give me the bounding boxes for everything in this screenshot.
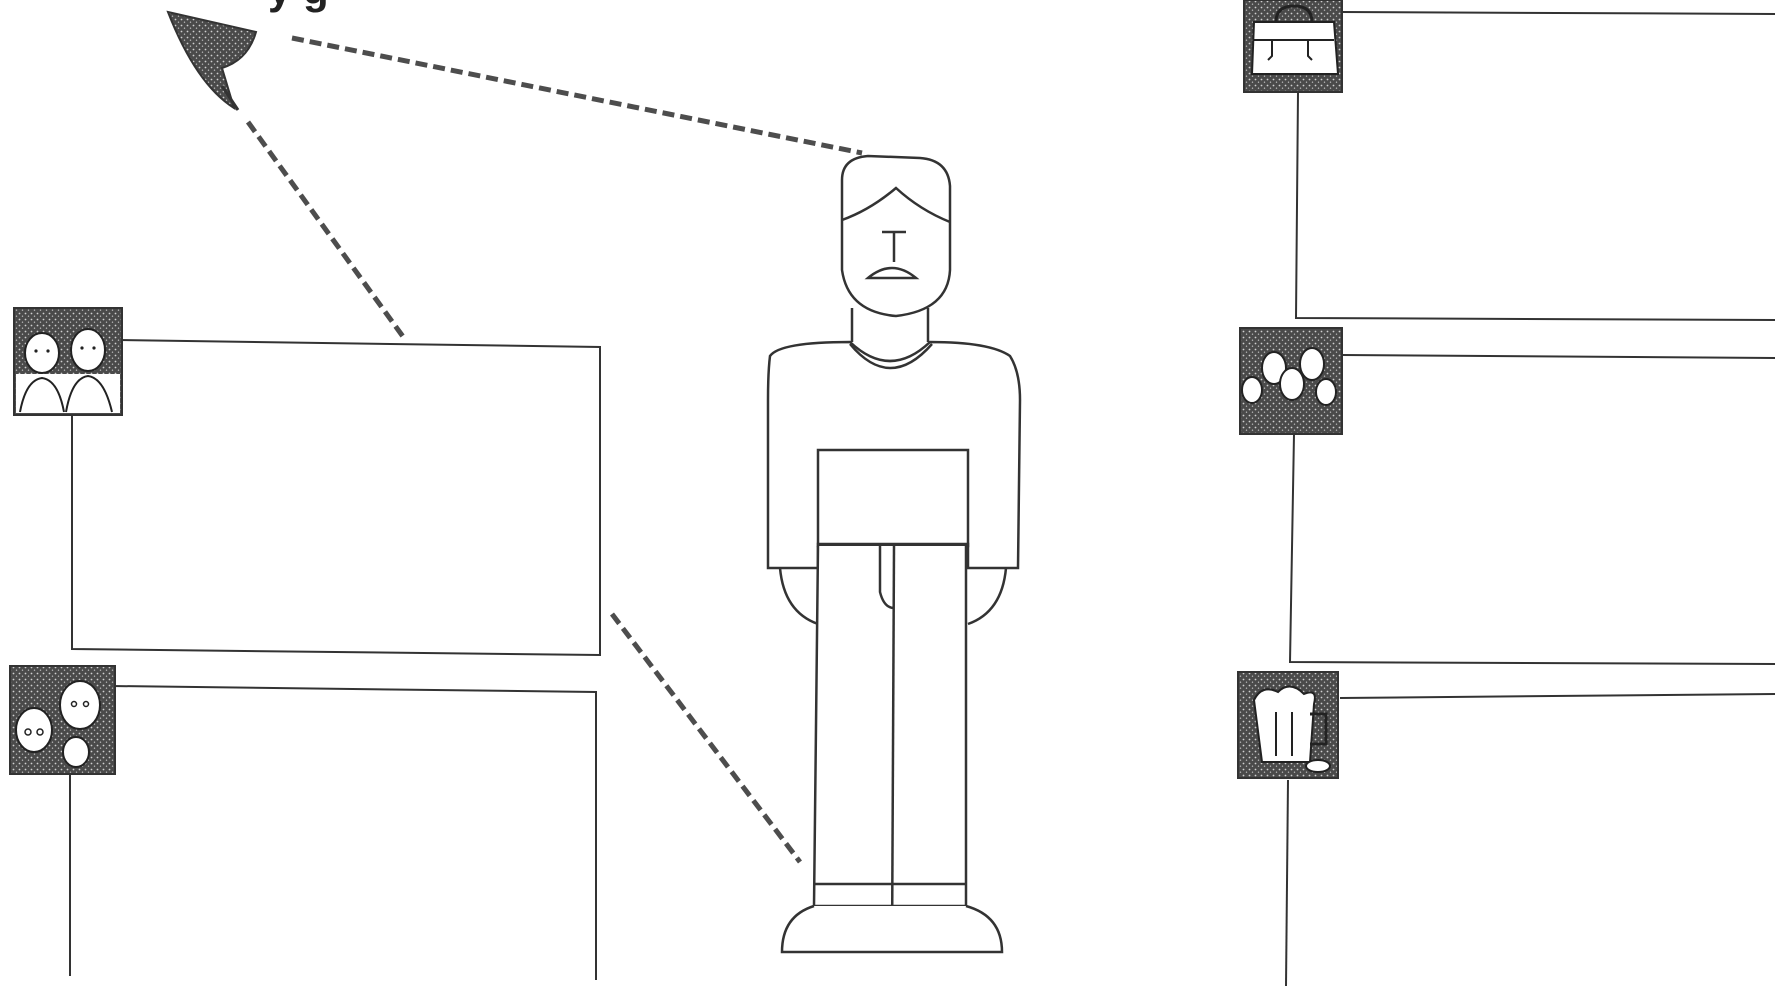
figure-right-hand — [968, 568, 1006, 624]
left-bottom-box — [10, 666, 596, 980]
group-of-people-icon — [1240, 328, 1342, 434]
figure-legs — [814, 546, 966, 906]
toolbox-icon — [1244, 0, 1342, 92]
beer-mug-icon — [1238, 672, 1338, 778]
figure-belt — [818, 544, 968, 546]
left-top-box — [14, 308, 600, 655]
figure-shoes — [782, 906, 1002, 952]
dashed-line-pennant-to-box — [248, 122, 404, 338]
dashed-line-pennant-to-head — [292, 38, 862, 153]
human-figure — [768, 156, 1020, 952]
right-bottom-box — [1238, 672, 1775, 986]
right-middle-box — [1240, 328, 1775, 664]
figure-torso — [768, 342, 1020, 568]
figure-left-hand — [780, 568, 818, 624]
right-top-box — [1244, 0, 1775, 320]
couple-portrait-icon — [14, 308, 122, 415]
figure-head — [842, 156, 950, 316]
dashed-line-box-to-figure — [612, 614, 800, 862]
pennant-flag-icon — [168, 12, 256, 110]
family-portrait-icon — [10, 666, 115, 774]
